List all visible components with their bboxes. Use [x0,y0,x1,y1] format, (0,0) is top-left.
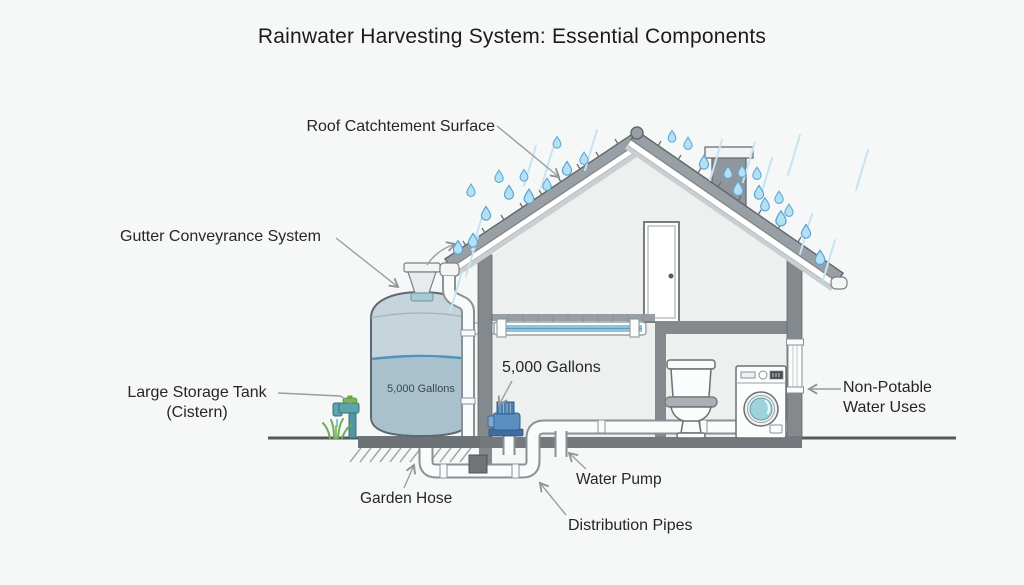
attic-door [643,221,680,323]
label-garden-hose: Garden Hose [360,490,453,507]
downspout [439,262,476,436]
washer-door-icon [749,397,773,421]
toilet [664,359,718,439]
label-roof-catchment: Roof Catchtement Surface [306,118,495,135]
ceiling-pipe [473,318,647,338]
leader-cistern [277,392,353,404]
label-storage-tank: Large Storage Tank (Cistern) [112,383,282,423]
diagram-title: Rainwater Harvesting System: Essential C… [257,25,767,48]
non-potable-riser-pipe [786,338,804,394]
right-gutter-end [830,276,848,290]
leader-water-pump [567,451,587,470]
garden-faucet [332,395,360,439]
left-wall [477,254,493,438]
label-storage-tank-line1: Large Storage Tank [127,384,267,401]
pipe-valve-icon [468,454,488,474]
tank-pad [358,436,480,448]
label-pump-capacity: 5,000 Gallons [502,359,601,376]
label-distribution-pipes: Distribution Pipes [568,517,693,534]
tank-inlet-funnel [403,262,441,302]
house [444,126,848,438]
door-knob-icon [668,273,674,279]
label-storage-tank-line2: (Cistern) [166,404,228,421]
house-floor [478,437,802,448]
leader-pump-capacity [497,380,513,407]
label-non-potable-line1: Non-Potable [843,379,932,396]
detergent-drawer-icon [740,371,756,379]
leader-gutter [335,237,400,289]
washer-knob-icon [758,370,768,380]
second-floor-slab [655,321,787,334]
washing-machine [735,365,787,439]
tank-capacity-text: 5,000 Gallons [387,383,455,395]
leader-lines [277,125,841,516]
interior-wall [655,334,666,437]
garden-plant [322,418,352,439]
distribution-pipes [418,419,787,479]
leader-garden-hose [403,463,416,489]
label-non-potable-line2: Water Uses [843,399,926,416]
gutter-end [439,262,460,277]
storage-tank [358,262,480,448]
label-water-pump: Water Pump [576,471,662,488]
ridge-cap-icon [630,126,644,140]
downspout-flow-arrow [426,241,457,266]
leader-roof [496,125,561,179]
roof [444,126,848,291]
label-non-potable: Non-Potable Water Uses [843,378,932,418]
leader-distribution [538,481,567,516]
tank-water [372,358,470,435]
label-gutter-conveyance: Gutter Conveyrance System [120,228,321,245]
ceiling-rail [492,314,655,321]
